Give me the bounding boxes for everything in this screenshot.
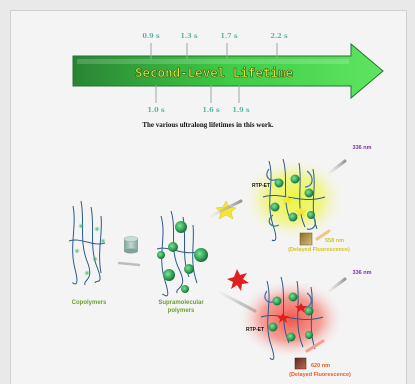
lower-excitation-beam	[329, 279, 345, 291]
reagent-cylinder	[124, 237, 138, 254]
upper-emission-nm: 558 nm	[325, 238, 344, 244]
upper-emission-type: (Delayed Fluorescence)	[288, 247, 350, 253]
lower-emission-nm: 620 nm	[311, 363, 330, 369]
upper-glow	[242, 157, 346, 241]
supramolecular-label-line2: polymers	[168, 308, 195, 314]
process-arrow	[119, 263, 139, 265]
tick-label-top-3: 2.2 s	[270, 32, 288, 40]
lower-rtp-et-label: RTP-ET	[246, 327, 264, 333]
upper-excitation-label: 336 nm	[353, 145, 372, 151]
lower-sample-photo	[295, 358, 306, 369]
supramolecular-illustration	[157, 211, 208, 296]
tick-label-top-1: 1.3 s	[180, 32, 198, 40]
tick-label-top-2: 1.7 s	[220, 32, 238, 40]
lower-excitation-label: 336 nm	[353, 270, 372, 276]
upper-network	[242, 157, 346, 241]
upper-excitation-beam	[329, 161, 345, 173]
timeline-ticks-bottom	[156, 85, 239, 103]
supramolecular-label-line1: Supramolecular	[158, 300, 204, 306]
copolymers-label: Copolymers	[72, 300, 107, 306]
timeline-caption: The various ultralong lifetimes in this …	[142, 121, 274, 129]
lower-emission-type: (Delayed Fluorescence)	[289, 372, 351, 378]
timeline-title: Second-Level Lifetime	[135, 65, 294, 80]
upper-rtp-et-label: RTP-ET	[252, 183, 270, 189]
tick-label-bottom-0: 1.0 s	[147, 106, 165, 114]
tick-label-bottom-1: 1.6 s	[202, 106, 220, 114]
tick-label-top-0: 0.9 s	[142, 32, 160, 40]
scheme-figure: 0.9 s 1.3 s 1.7 s 2.2 s 1.0 s 1.6 s 1.9 …	[11, 11, 406, 384]
red-dye-marker	[227, 269, 249, 291]
tick-label-bottom-2: 1.9 s	[232, 106, 250, 114]
figure-frame: 0.9 s 1.3 s 1.7 s 2.2 s 1.0 s 1.6 s 1.9 …	[10, 10, 407, 384]
copolymers-illustration	[69, 201, 106, 285]
upper-sample-photo	[300, 233, 312, 245]
